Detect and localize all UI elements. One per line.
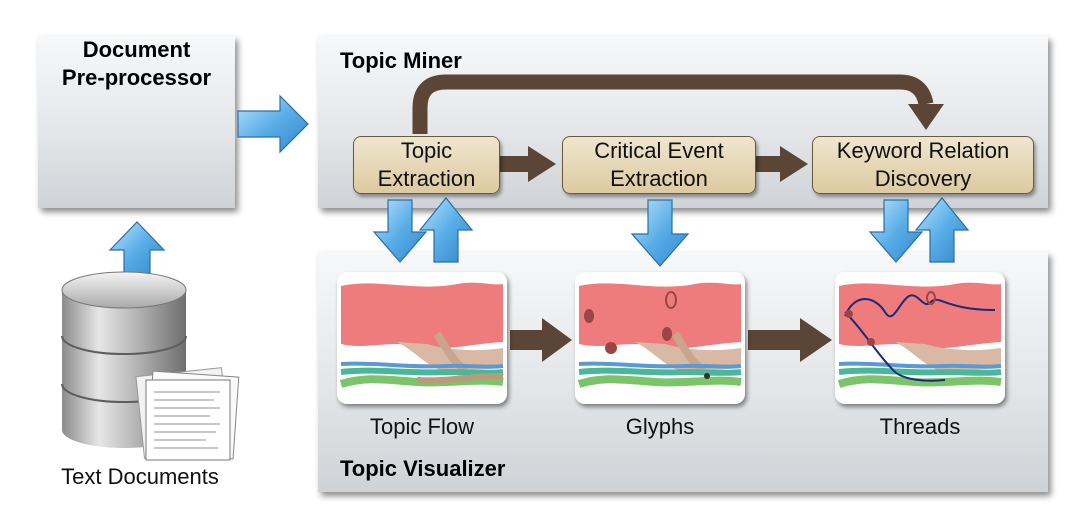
threads-thumbnail bbox=[835, 272, 1005, 404]
stage-critical-event-extraction: Critical Event Extraction bbox=[562, 136, 756, 194]
arrow-flow-to-glyphs bbox=[510, 318, 572, 362]
glyphs-thumbnail bbox=[575, 272, 745, 404]
text-documents-label: Text Documents bbox=[61, 464, 219, 489]
documents-icon bbox=[135, 367, 240, 461]
stage-topic-line1: Topic bbox=[400, 138, 453, 163]
arrow-critical-down bbox=[630, 199, 690, 267]
arrow-critical-to-keyword bbox=[756, 146, 808, 182]
arrow-topic-up bbox=[418, 197, 474, 263]
stage-topic-line2: Extraction bbox=[377, 166, 476, 191]
threads-label: Threads bbox=[879, 414, 961, 439]
stage-critical-line1: Critical Event bbox=[594, 138, 724, 163]
document-preprocessor-box: Document Pre-processor bbox=[38, 36, 235, 208]
stage-keyword-line2: Discovery bbox=[874, 166, 972, 191]
document-preprocessor-label: Document Pre-processor bbox=[38, 36, 235, 92]
arrow-keyword-down bbox=[868, 199, 924, 263]
stage-topic-extraction: Topic Extraction bbox=[353, 136, 500, 194]
topic-miner-title: Topic Miner bbox=[340, 48, 462, 73]
stage-critical-line2: Extraction bbox=[610, 166, 708, 191]
arrow-topic-down bbox=[372, 199, 428, 263]
arrow-glyphs-to-threads bbox=[748, 318, 832, 362]
topic-flow-label: Topic Flow bbox=[370, 414, 474, 439]
glyphs-label: Glyphs bbox=[625, 414, 695, 439]
stage-keyword-line1: Keyword Relation bbox=[836, 138, 1010, 163]
topic-visualizer-title: Topic Visualizer bbox=[340, 456, 506, 481]
stage-keyword-relation-discovery: Keyword Relation Discovery bbox=[812, 136, 1034, 194]
arrow-topic-to-keyword bbox=[412, 74, 934, 134]
arrow-topic-to-critical bbox=[500, 146, 556, 182]
arrow-docs-to-preproc bbox=[108, 221, 166, 277]
arrow-preproc-to-miner bbox=[237, 94, 309, 154]
document-preprocessor-line1: Document bbox=[82, 37, 191, 62]
arrow-keyword-up bbox=[914, 197, 970, 263]
topic-flow-thumbnail bbox=[337, 272, 507, 404]
document-preprocessor-line2: Pre-processor bbox=[61, 65, 212, 90]
